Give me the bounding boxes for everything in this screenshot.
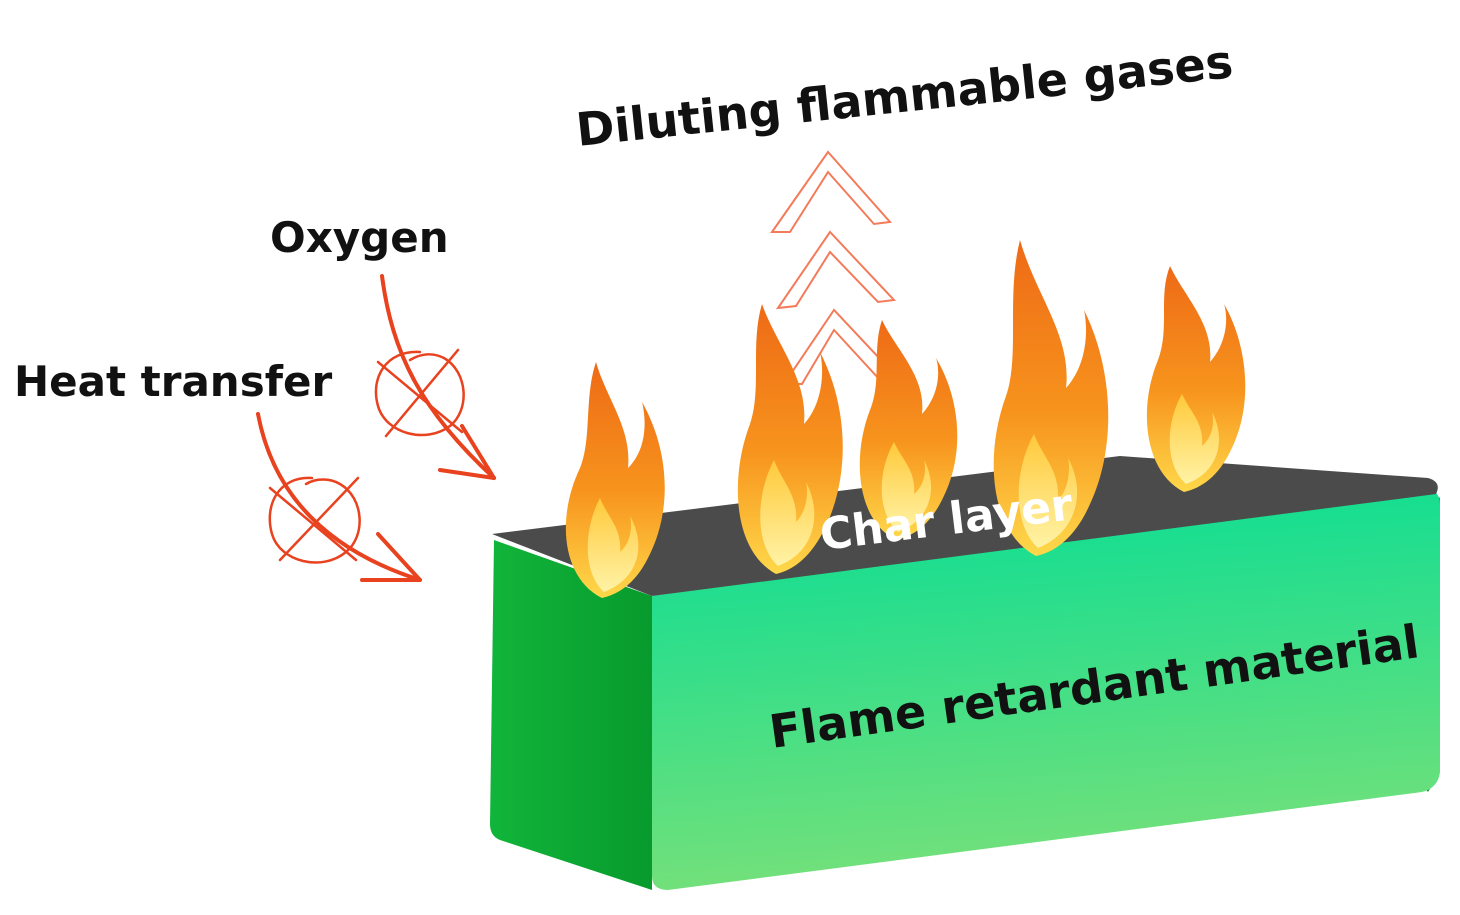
diluting-gases-label: Diluting flammable gases (574, 34, 1236, 157)
oxygen-arrow (380, 274, 496, 480)
flame-icon (737, 304, 843, 574)
block-left-face (490, 540, 652, 890)
chevron-icon (775, 230, 897, 310)
heat-blocked-icon (268, 476, 361, 564)
flame-icon (859, 320, 958, 540)
block-front-face (652, 488, 1440, 890)
oxygen-blocked-icon (374, 348, 465, 438)
flames (565, 240, 1246, 598)
flame-icon (1146, 266, 1246, 492)
flame-icon (565, 362, 665, 598)
flame-icon (993, 240, 1109, 556)
oxygen-label: Oxygen (270, 213, 449, 262)
chevron-icon (770, 150, 893, 233)
heat-transfer-arrow (256, 412, 422, 582)
char-layer-surface (492, 456, 1438, 596)
heat-transfer-label: Heat transfer (14, 357, 332, 406)
